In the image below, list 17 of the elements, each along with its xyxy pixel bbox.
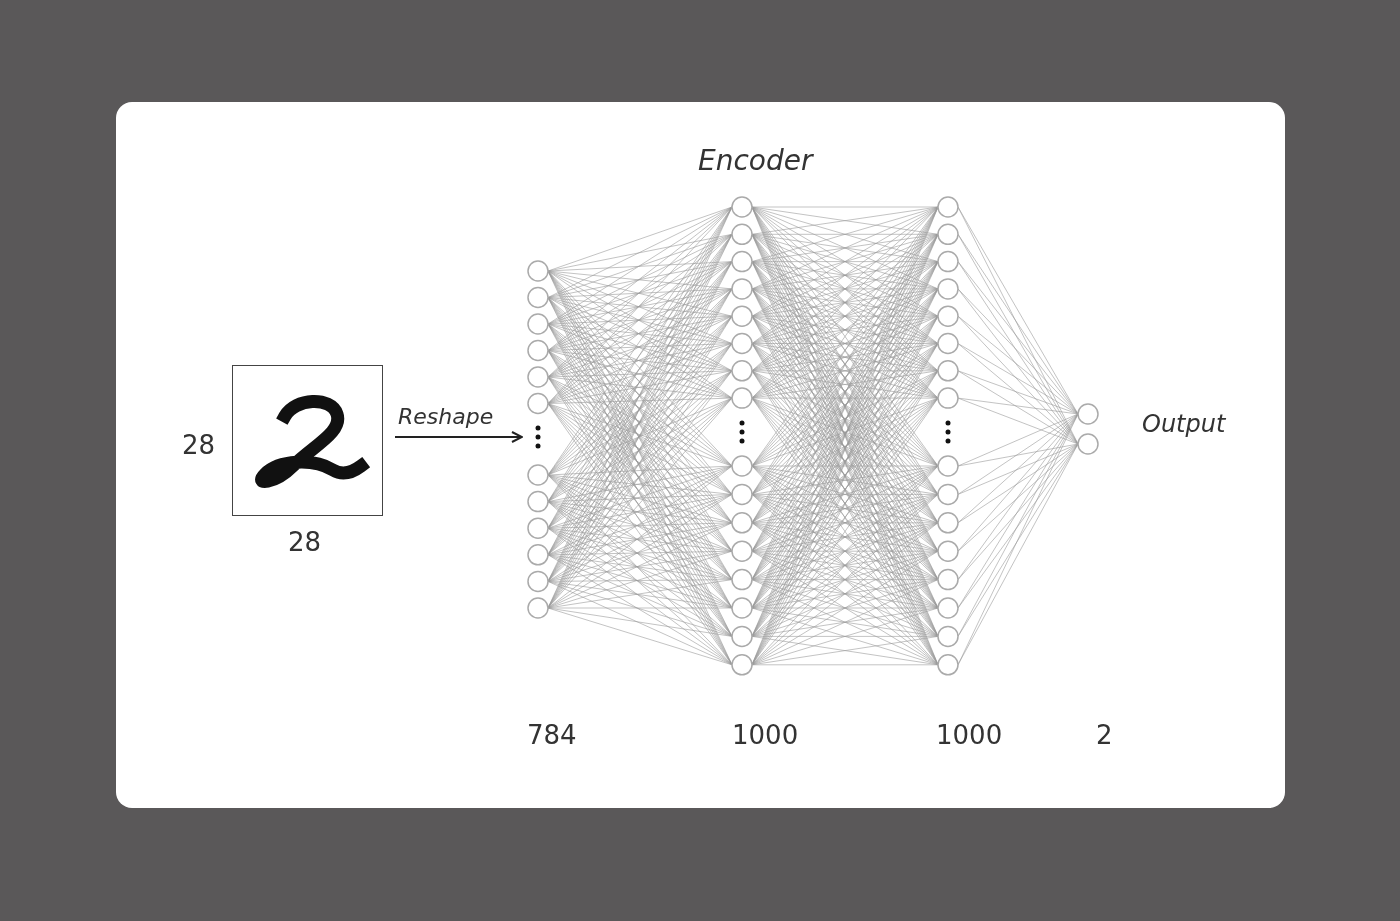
digit-picture <box>232 365 383 516</box>
layer-size-label: 784 <box>527 720 577 750</box>
title: Encoder <box>698 144 813 177</box>
neuron-layer <box>936 195 960 677</box>
connection-lines <box>547 206 733 666</box>
arrow <box>394 431 523 443</box>
neuron-layer <box>526 259 550 620</box>
neuron-layer <box>730 195 754 677</box>
connection-lines <box>751 206 939 666</box>
layer-size-label: 1000 <box>936 720 1003 750</box>
neuron-layer <box>1076 402 1100 456</box>
layer-size-label: 2 <box>1096 720 1113 750</box>
edge-label: Reshape <box>398 404 494 429</box>
dimension-label: 28 <box>288 527 322 557</box>
layer-name-label: Output <box>1142 410 1226 438</box>
dimension-label: 28 <box>182 430 216 460</box>
layer-size-label: 1000 <box>732 720 799 750</box>
